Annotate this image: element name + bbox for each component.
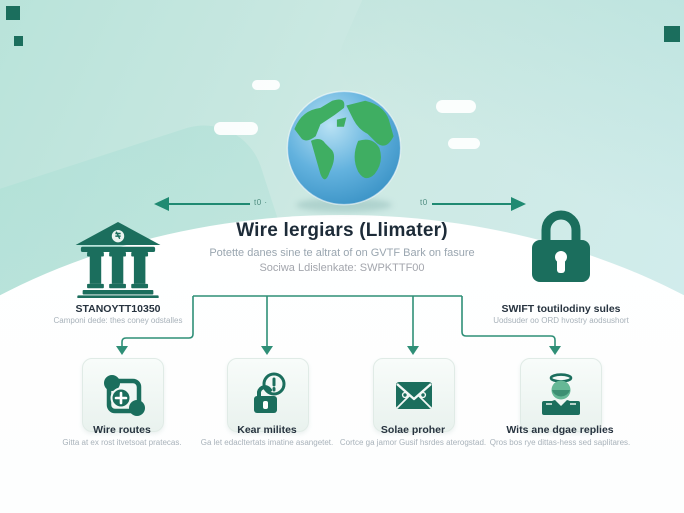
arrow-left-label: t0 ·: [254, 198, 268, 207]
step-card-kear-milites: [227, 358, 309, 432]
cloud-icon: [214, 122, 258, 135]
main-title: Wire lergiars (Llimater): [236, 220, 448, 241]
arrow-to-lock: [432, 197, 526, 211]
cloud-icon: [448, 138, 480, 149]
step-title: Kear milites: [237, 424, 297, 436]
lock-node-title: SWIFT toutilodiny sules: [501, 303, 621, 315]
subtitle-line1: Potette danes sine te altrat of on GVTF …: [209, 247, 475, 259]
lock-node-caption: Uodsuder oo ORD hvostry aodsushort: [493, 316, 629, 325]
step-card-wire-routes: [82, 358, 164, 432]
arrow-to-bank: [154, 197, 250, 211]
arrowhead-right-icon: [511, 197, 526, 211]
step-title: Wire routes: [93, 424, 151, 436]
bank-node-title: STANOYTT10350: [75, 303, 161, 315]
cloud-icon: [436, 100, 476, 113]
arrowhead-left-icon: [154, 197, 169, 211]
step-caption: Qros bos rye dittas-hess sed saplitares.: [489, 438, 631, 447]
step-caption: Gitta at ex rost itvetsoat pratecas.: [62, 438, 182, 447]
decor-square-icon: [6, 6, 20, 20]
connector-tree: [116, 295, 561, 355]
cloud-icon: [252, 80, 280, 90]
decor-square-icon: [664, 26, 680, 42]
step-caption: Ga let edacltertats imatine asangetet.: [200, 438, 334, 447]
globe-icon: [286, 90, 402, 206]
arrow-right-label: t0: [420, 198, 428, 207]
subtitle-line2: Sociwa Ldislenkate: SWPKTTF00: [259, 262, 425, 274]
decor-square-icon: [14, 36, 23, 46]
step-title: Wits ane dgae replies: [506, 424, 614, 436]
envelope-icon: [396, 382, 432, 409]
step-caption: Cortce ga jamor Gusif hsrdes aterogstad.: [339, 438, 487, 447]
wire-cycle-icon: [104, 375, 145, 416]
person-halo-icon: [542, 373, 580, 415]
lock-icon: [532, 210, 590, 282]
bank-icon: [75, 222, 161, 298]
lock-alert-icon: [254, 372, 286, 413]
step-card-solae-proher: [373, 358, 455, 432]
step-card-wire-replies: [520, 358, 602, 432]
step-title: Solae proher: [380, 424, 446, 436]
bank-node-caption: Camponi dede: thes coney odstalles: [53, 316, 183, 325]
